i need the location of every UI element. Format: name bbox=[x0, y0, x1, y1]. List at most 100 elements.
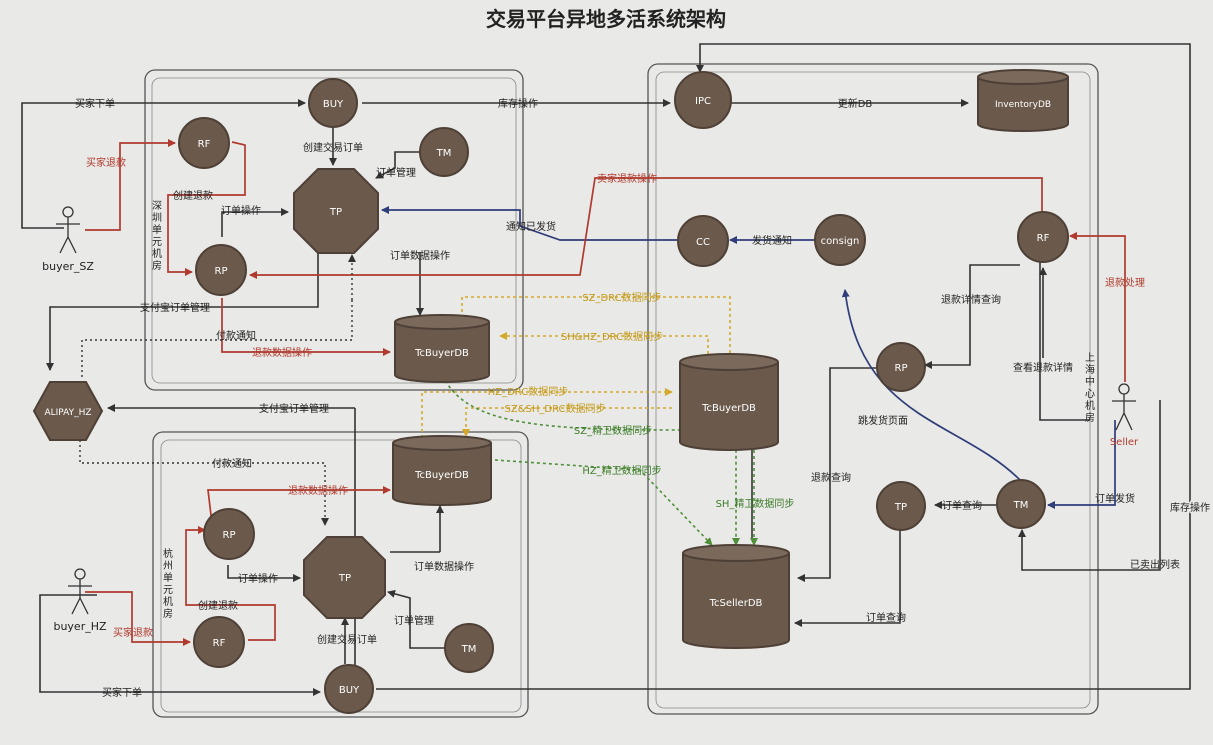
label-pay-notify-sz: 付款通知 bbox=[216, 329, 256, 342]
label-order-op-hz: 订单操作 bbox=[238, 572, 278, 585]
node-alipay[interactable]: ALIPAY_HZ bbox=[32, 381, 104, 441]
node-tcbuyerdb-sh-label: TcBuyerDB bbox=[701, 403, 756, 414]
label-sz-drc-sync: SZ_DRC数据同步 bbox=[582, 291, 661, 304]
label-hz-jingwei-sync: HZ_精卫数据同步 bbox=[582, 464, 661, 477]
node-cc[interactable]: CC bbox=[677, 215, 729, 267]
label-order-query-tp: 订单查询 bbox=[942, 499, 982, 512]
label-view-refund-detail: 查看退款详情 bbox=[1013, 361, 1073, 374]
green-connectors bbox=[439, 369, 758, 546]
dotted-connectors bbox=[79, 254, 356, 526]
label-szsh-drc-sync: SZ&SH_DRC数据同步 bbox=[505, 402, 606, 415]
region-label-hz-text: 杭州单元机房 bbox=[161, 547, 173, 620]
label-shhz-drc-sync: SH&HZ_DRC数据同步 bbox=[561, 330, 663, 343]
label-alipay-order-mgmt-sz: 支付宝订单管理 bbox=[140, 301, 210, 314]
node-tp-sz[interactable]: TP bbox=[293, 168, 379, 254]
red-connectors bbox=[85, 139, 1126, 646]
label-ship-notify: 发货通知 bbox=[752, 234, 792, 247]
actor-buyer-hz-label: buyer_HZ bbox=[53, 620, 107, 633]
label-order-ship: 订单发货 bbox=[1095, 492, 1135, 505]
node-tp-sz-label: TP bbox=[329, 207, 342, 218]
node-ipc-label: IPC bbox=[695, 96, 711, 107]
diagram-title: 交易平台异地多活系统架构 bbox=[486, 7, 726, 31]
node-tm-hz[interactable]: TM bbox=[444, 623, 494, 673]
node-rf-sz-label: RF bbox=[198, 139, 211, 150]
node-inventorydb-label: InventoryDB bbox=[995, 100, 1051, 110]
region-label-sh-text: 上海中心机房 bbox=[1083, 352, 1095, 424]
node-tp-hz[interactable]: TP bbox=[303, 536, 386, 619]
actor-seller[interactable] bbox=[1112, 383, 1136, 431]
label-update-db: 更新DB bbox=[838, 97, 873, 110]
region-label-sz: 深圳单元机房 bbox=[150, 200, 162, 272]
node-tm-hz-label: TM bbox=[461, 644, 477, 655]
node-buy-hz-label: BUY bbox=[339, 685, 360, 696]
label-refund-data-op-hz: 退款数据操作 bbox=[288, 484, 348, 497]
region-box-sz bbox=[144, 69, 524, 391]
node-rp-hz-label: RP bbox=[223, 530, 236, 541]
region-label-sh: 上海中心机房 bbox=[1083, 352, 1095, 424]
node-tcbuyerdb-sz[interactable]: TcBuyerDB bbox=[394, 314, 490, 383]
node-tcbuyerdb-hz[interactable]: TcBuyerDB bbox=[392, 435, 492, 506]
label-create-refund-sz: 创建退款 bbox=[173, 189, 213, 202]
label-order-mgmt-sz: 订单管理 bbox=[376, 166, 416, 179]
label-seller-refund-op: 卖家退款操作 bbox=[597, 172, 657, 185]
node-inventorydb[interactable]: InventoryDB bbox=[977, 69, 1069, 132]
label-buyer-refund-hz: 买家退款 bbox=[113, 626, 153, 639]
node-tcbuyerdb-sh[interactable]: TcBuyerDB bbox=[679, 353, 779, 451]
node-rp-sz[interactable]: RP bbox=[195, 244, 247, 296]
node-consign-label: consign bbox=[821, 236, 860, 247]
node-rf-hz-label: RF bbox=[213, 638, 226, 649]
label-inventory-op-right: 库存操作 bbox=[1170, 501, 1210, 514]
node-rp-sh[interactable]: RP bbox=[876, 342, 926, 392]
label-notify-shipped: 通知已发货 bbox=[506, 220, 556, 233]
label-refund-data-op-sz: 退款数据操作 bbox=[252, 346, 312, 359]
label-buyer-refund-sz: 买家退款 bbox=[86, 156, 126, 169]
node-tcbuyerdb-sz-label: TcBuyerDB bbox=[414, 348, 469, 359]
node-tcsellerdb-label: TcSellerDB bbox=[709, 598, 763, 609]
label-order-mgmt-hz: 订单管理 bbox=[394, 614, 434, 627]
label-sz-jingwei-sync: SZ_精卫数据同步 bbox=[574, 424, 652, 437]
node-tm-sz-label: TM bbox=[436, 148, 452, 159]
node-rf-hz[interactable]: RF bbox=[193, 616, 245, 668]
actor-buyer-sz[interactable] bbox=[56, 206, 80, 254]
node-rf-sz[interactable]: RF bbox=[178, 117, 230, 169]
label-order-data-op-hz: 订单数据操作 bbox=[414, 560, 474, 573]
node-rf-sh[interactable]: RF bbox=[1017, 211, 1069, 263]
node-tcsellerdb[interactable]: TcSellerDB bbox=[682, 544, 790, 649]
label-order-query-bottom: 订单查询 bbox=[866, 611, 906, 624]
actor-buyer-hz[interactable] bbox=[68, 568, 92, 615]
label-order-op-sz: 订单操作 bbox=[221, 204, 261, 217]
node-tp-sh[interactable]: TP bbox=[876, 481, 926, 531]
region-box-sh-inner bbox=[655, 71, 1091, 709]
node-tm-sh[interactable]: TM bbox=[996, 479, 1046, 529]
label-buyer-order-hz: 买家下单 bbox=[102, 686, 142, 699]
label-sold-list: 已卖出列表 bbox=[1130, 558, 1180, 571]
node-buy-hz[interactable]: BUY bbox=[324, 664, 374, 714]
node-tm-sz[interactable]: TM bbox=[419, 127, 469, 177]
node-tm-sh-label: TM bbox=[1013, 500, 1029, 511]
node-rp-sh-label: RP bbox=[895, 363, 908, 374]
node-consign[interactable]: consign bbox=[814, 214, 866, 266]
label-create-order-sz: 创建交易订单 bbox=[303, 141, 363, 154]
node-alipay-label: ALIPAY_HZ bbox=[44, 408, 91, 418]
label-refund-process: 退款处理 bbox=[1105, 276, 1145, 289]
yellow-connectors bbox=[421, 296, 734, 438]
label-sh-jingwei-sync: SH_精卫数据同步 bbox=[716, 497, 795, 510]
label-buyer-order-sz: 买家下单 bbox=[75, 97, 115, 110]
node-tp-sh-label: TP bbox=[894, 502, 907, 513]
label-alipay-order-mgmt-hz: 支付宝订单管理 bbox=[259, 402, 329, 415]
label-inventory-op-top: 库存操作 bbox=[498, 97, 538, 110]
label-pay-notify-hz: 付款通知 bbox=[212, 457, 252, 470]
node-rp-hz[interactable]: RP bbox=[203, 508, 255, 560]
node-ipc[interactable]: IPC bbox=[674, 71, 732, 129]
blue-connectors bbox=[381, 206, 1116, 509]
region-box-sz-inner bbox=[151, 77, 517, 384]
actor-buyer-sz-label: buyer_SZ bbox=[42, 260, 94, 273]
node-cc-label: CC bbox=[696, 237, 710, 248]
node-buy-sz-label: BUY bbox=[323, 99, 344, 110]
label-order-data-op-sz: 订单数据操作 bbox=[390, 249, 450, 262]
node-buy-sz[interactable]: BUY bbox=[308, 78, 358, 128]
label-refund-query: 退款查询 bbox=[811, 471, 851, 484]
label-hz-drc-sync: HZ_DRC数据同步 bbox=[488, 385, 569, 398]
node-rf-sh-label: RF bbox=[1037, 233, 1050, 244]
